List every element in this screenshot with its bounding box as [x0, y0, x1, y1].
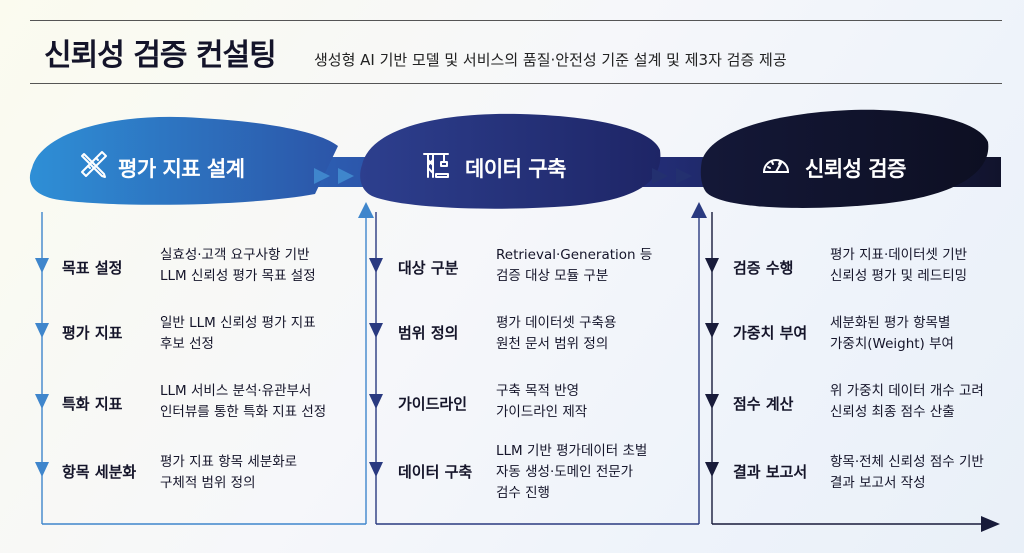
stage-title-data-construction: 데이터 구축: [465, 157, 566, 181]
step-marker-2-1: [369, 258, 383, 273]
step-marker-1-3: [35, 394, 49, 409]
stage-1-arrows: [358, 202, 374, 218]
stage-3-arrows: [981, 516, 1000, 532]
step-label: 목표 설정: [62, 259, 123, 277]
step-label: 평가 지표: [62, 324, 123, 342]
page-subtitle: 생성형 AI 기반 모델 및 서비스의 품질·안전성 기준 설계 및 제3자 검…: [314, 51, 787, 69]
top-divider: [30, 20, 1002, 21]
header-divider: [30, 83, 1002, 84]
step-label: 특화 지표: [62, 395, 123, 413]
step-description: 평가 지표 항목 세분화로 구체적 범위 정의: [160, 454, 298, 491]
step-marker-3-2: [705, 323, 719, 338]
step-marker-3-1: [705, 258, 719, 273]
step-description: 평가 데이터셋 구축용 원천 문서 범위 정의: [496, 315, 617, 352]
step-description: 일반 LLM 신뢰성 평가 지표 후보 선정: [160, 315, 316, 352]
step-description: 실효성·고객 요구사항 기반 LLM 신뢰성 평가 목표 설정: [160, 247, 316, 284]
stage-connector-2: [652, 168, 692, 184]
step-description: 평가 지표·데이터셋 기반 신뢰성 평가 및 레드티밍: [830, 247, 968, 284]
step-marker-2-3: [369, 394, 383, 409]
step-description: LLM 기반 평가데이터 초벌 자동 생성·도메인 전문가 검수 진행: [496, 443, 648, 501]
stage-1-shape: [29, 116, 338, 205]
stage-3-shape: [700, 109, 989, 208]
step-description: 세분화된 평가 항목별 가중치(Weight) 부여: [830, 315, 954, 352]
step-marker-1-4: [35, 462, 49, 477]
step-marker-3-4: [705, 462, 719, 477]
stage-2-arrows: [691, 202, 707, 218]
step-description: 위 가중치 데이터 개수 고려 신뢰성 최종 점수 산출: [830, 383, 984, 420]
stage-2-shape: [360, 113, 661, 209]
gauge-icon: [762, 159, 790, 173]
step-description: Retrieval·Generation 등 검증 대상 모듈 구분: [496, 247, 653, 284]
step-description: LLM 서비스 분석·유관부서 인터뷰를 통한 특화 지표 선정: [160, 383, 327, 420]
step-label: 가중치 부여: [733, 324, 808, 342]
step-label: 대상 구분: [398, 259, 459, 277]
step-marker-2-2: [369, 323, 383, 338]
step-description: 구축 목적 반영 가이드라인 제작: [496, 383, 588, 420]
step-label: 데이터 구축: [398, 463, 473, 481]
stage-title-reliability-verification: 신뢰성 검증: [805, 157, 906, 181]
crane-icon: [423, 153, 449, 178]
step-label: 점수 계산: [733, 395, 794, 413]
ruler-pencil-icon: [81, 151, 107, 178]
stage-connector-1: [314, 168, 354, 184]
step-marker-2-4: [369, 462, 383, 477]
step-label: 결과 보고서: [733, 463, 808, 481]
step-marker-3-3: [705, 394, 719, 409]
step-label: 항목 세분화: [62, 463, 137, 481]
step-label: 검증 수행: [733, 259, 794, 277]
step-label: 범위 정의: [398, 324, 459, 342]
step-marker-1-1: [35, 258, 49, 273]
page-title: 신뢰성 검증 컨설팅: [44, 38, 277, 73]
step-description: 항목·전체 신뢰성 점수 기반 결과 보고서 작성: [830, 454, 984, 491]
step-label: 가이드라인: [398, 395, 468, 413]
step-marker-1-2: [35, 323, 49, 338]
stage-title-evaluation-design: 평가 지표 설계: [118, 157, 245, 181]
